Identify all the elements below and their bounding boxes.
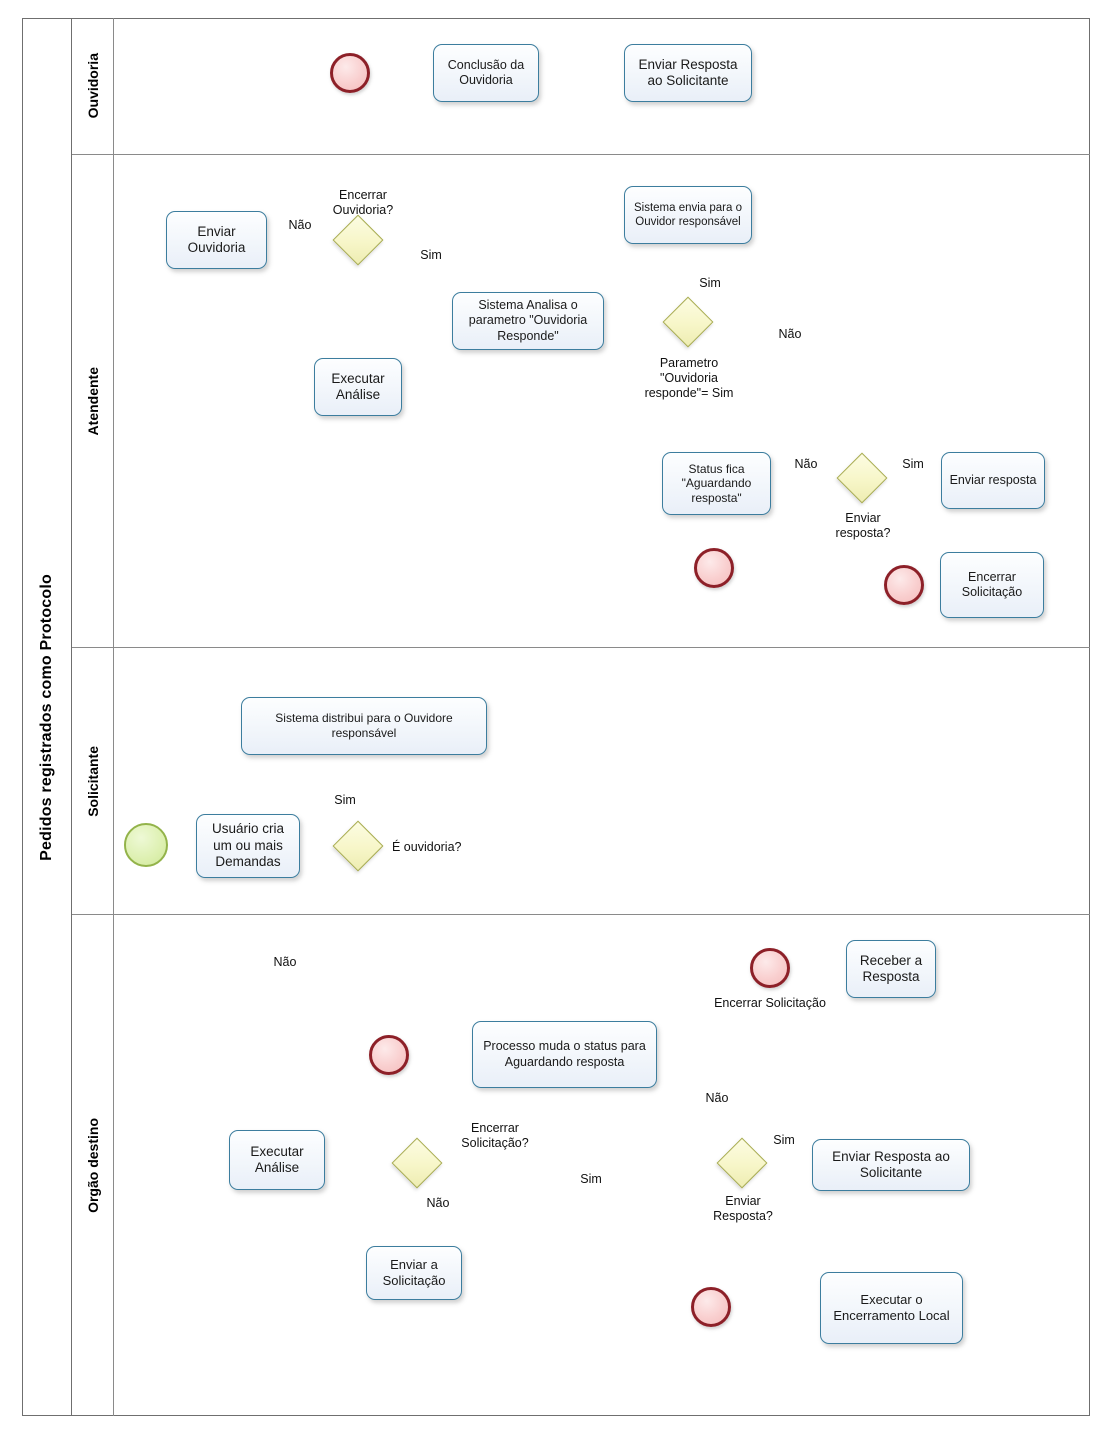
gateway-label-e-ouvidoria: É ouvidoria? [392,840,462,854]
end-event-encerrar-solicitacao-atendente[interactable] [884,565,924,605]
flow-label-nao-encerrar-ouvidoria: Não [288,218,312,232]
lane-label-ouvidoria: Ouvidoria [72,18,114,154]
flow-label-sim-e-ouvidoria: Sim [334,793,356,807]
flow-label-sim-enviar-resposta-atendente: Sim [902,457,924,471]
task-sistema-distribui-ouvidor[interactable]: Sistema distribui para o Ouvidore respon… [241,697,487,755]
start-event-solicitante[interactable] [124,823,168,867]
lane-label-text: Solicitante [84,745,101,817]
lane-solicitante: Solicitante [72,648,1090,915]
task-executar-encerramento-local[interactable]: Executar o Encerramento Local [820,1272,963,1344]
flow-label-nao-enviar-resposta-orgao: Não [705,1091,729,1105]
lane-label-orgao-destino: Orgão destino [72,915,114,1416]
end-event-processo-aguardando[interactable] [369,1035,409,1075]
task-sistema-analisa-parametro[interactable]: Sistema Analisa o parametro "Ouvidoria R… [452,292,604,350]
task-enviar-ouvidoria[interactable]: Enviar Ouvidoria [166,211,267,269]
gateway-label-encerrar-solicitacao: Encerrar Solicitação? [461,1121,529,1150]
flow-label-nao-e-ouvidoria: Não [273,955,297,969]
lane-orgao-destino: Orgão destino [72,915,1090,1416]
lane-atendente: Atendente [72,155,1090,648]
flow-label-nao-parametro: Não [778,327,802,341]
lane-label-text: Orgão destino [84,1118,101,1213]
pool-title: Pedidos registrados como Protocolo [22,18,72,1416]
flow-label-sim-encerrar-solicitacao: Sim [580,1172,602,1186]
task-enviar-resposta-ao-solicitante-ouvidoria[interactable]: Enviar Resposta ao Solicitante [624,44,752,102]
flow-label-nao-encerrar-solicitacao: Não [426,1196,450,1210]
end-event-label-encerrar-solicitacao-orgao: Encerrar Solicitação [714,996,826,1010]
gateway-label-enviar-resposta-atendente: Enviar resposta? [835,511,891,540]
end-event-status-aguardando[interactable] [694,548,734,588]
flow-label-nao-enviar-resposta-atendente: Não [794,457,818,471]
task-receber-a-resposta[interactable]: Receber a Resposta [846,940,936,998]
lane-label-text: Atendente [84,366,101,436]
task-processo-muda-status[interactable]: Processo muda o status para Aguardando r… [472,1021,657,1088]
task-conclusao-da-ouvidoria[interactable]: Conclusão da Ouvidoria [433,44,539,102]
lane-label-text: Ouvidoria [84,53,101,119]
gateway-label-encerrar-ouvidoria: Encerrar Ouvidoria? [332,188,394,217]
gateway-label-parametro: Parametro "Ouvidoria responde"= Sim [644,356,734,400]
lane-label-solicitante: Solicitante [72,648,114,914]
flow-label-sim-encerrar-ouvidoria: Sim [420,248,442,262]
end-event-ouvidoria[interactable] [330,53,370,93]
end-event-encerramento-local[interactable] [691,1287,731,1327]
task-enviar-resposta[interactable]: Enviar resposta [941,452,1045,509]
task-status-fica-aguardando-resposta[interactable]: Status fica "Aguardando resposta" [662,452,771,515]
lane-ouvidoria: Ouvidoria [72,18,1090,155]
task-executar-analise-orgao[interactable]: Executar Análise [229,1130,325,1190]
gateway-label-enviar-resposta-orgao: Enviar Resposta? [713,1194,773,1223]
end-event-encerrar-solicitacao-orgao[interactable] [750,948,790,988]
task-enviar-a-solicitacao[interactable]: Enviar a Solicitação [366,1246,462,1300]
task-usuario-cria-demandas[interactable]: Usuário cria um ou mais Demandas [196,814,300,878]
lane-body-ouvidoria [114,18,1090,154]
pool-title-label: Pedidos registrados como Protocolo [37,573,55,861]
task-sistema-envia-ouvidor[interactable]: Sistema envia para o Ouvidor responsável [624,186,752,244]
flow-label-sim-parametro: Sim [699,276,721,290]
flow-label-sim-enviar-resposta-orgao: Sim [773,1133,795,1147]
task-encerrar-solicitacao-atendente[interactable]: Encerrar Solicitação [940,552,1044,618]
task-executar-analise-atendente[interactable]: Executar Análise [314,358,402,416]
lane-label-atendente: Atendente [72,155,114,647]
task-enviar-resposta-ao-solicitante-orgao[interactable]: Enviar Resposta ao Solicitante [812,1139,970,1191]
